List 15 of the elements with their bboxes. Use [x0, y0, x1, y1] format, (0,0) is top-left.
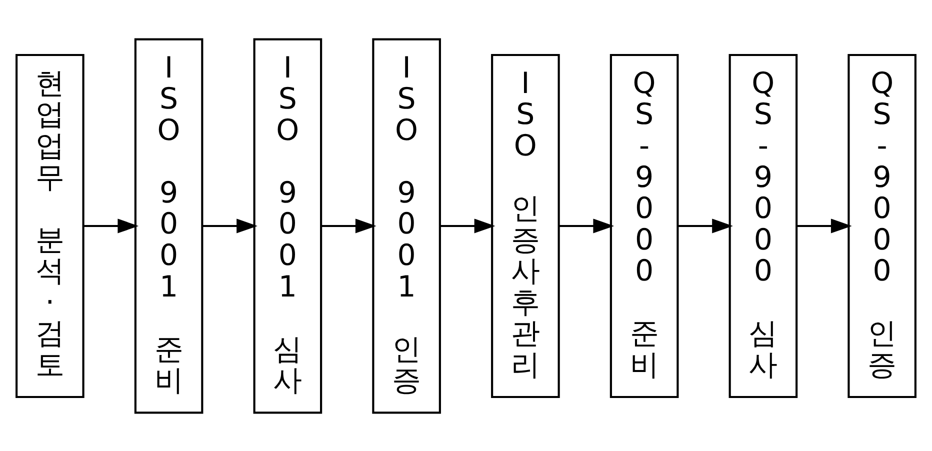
arrow: [202, 218, 258, 233]
node-box: QS-9000 심사: [728, 53, 798, 398]
arrow: [440, 218, 496, 233]
arrow: [321, 218, 376, 233]
node-box: 현업업무 분석·검토: [16, 53, 84, 398]
node-box: QS-9000 인증: [848, 53, 916, 398]
node-box: ISO 9001 준비: [134, 38, 204, 414]
arrow: [678, 218, 733, 233]
arrow: [796, 218, 852, 233]
node-box: QS-9000 준비: [610, 53, 679, 398]
arrow: [558, 218, 614, 233]
arrow: [83, 218, 139, 233]
node-box: ISO 9001 인증: [372, 38, 441, 414]
node-box: ISO 인증사후관리: [491, 53, 560, 398]
node-box: ISO 9001 심사: [253, 38, 322, 414]
